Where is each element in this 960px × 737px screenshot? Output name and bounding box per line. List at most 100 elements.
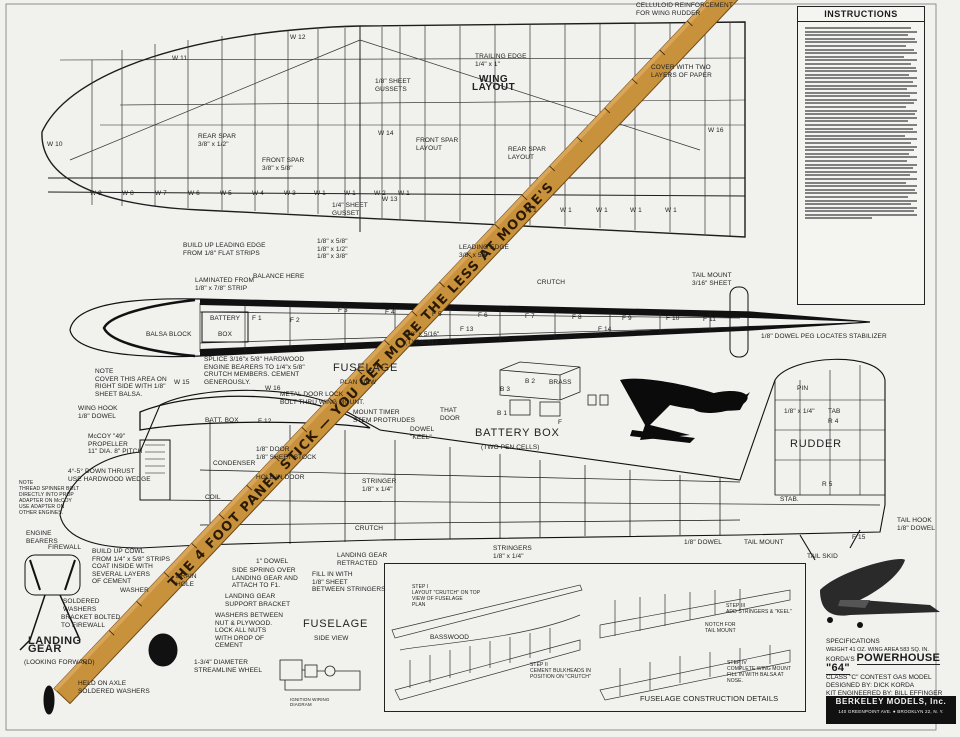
label-f12: F 12 bbox=[258, 418, 272, 425]
ignition-diagram bbox=[279, 659, 361, 691]
note-sheet-stock: 1/8" DOOR 1/8" SHEET STOCK bbox=[256, 446, 317, 461]
battery-box-title: BATTERY BOX bbox=[475, 427, 560, 439]
step-2: STEP II CEMENT BULKHEADS IN POSITION ON … bbox=[530, 662, 591, 680]
rib-w14: W 14 bbox=[378, 130, 394, 137]
label-batt-box: BATT. BOX bbox=[205, 417, 239, 424]
spec-heading: SPECIFICATIONS bbox=[826, 638, 880, 645]
note-tail-mount-sheet: TAIL MOUNT 3/16" SHEET bbox=[692, 272, 732, 287]
label-r4: R 4 bbox=[828, 418, 839, 425]
label-b2: B 2 bbox=[525, 378, 536, 385]
note-build-up-cowl: BUILD UP COWL FROM 1/4" x 5/8" STRIPS CO… bbox=[92, 548, 171, 585]
construction-details-box bbox=[384, 563, 806, 712]
label-crutch-plan: CRUTCH bbox=[537, 279, 566, 286]
fuselage-side-subtitle: SIDE VIEW bbox=[314, 635, 349, 642]
label-r5: R 5 bbox=[822, 481, 833, 488]
note-leading-edge: LEADING EDGE 3/8" x 5/8" bbox=[459, 244, 509, 259]
spec-model-name: POWERHOUSE "64" bbox=[826, 652, 941, 675]
note-held-on-axle: HELD ON AXLE SOLDERED WASHERS bbox=[78, 680, 150, 695]
brand-banner: BERKELEY MODELS, Inc. 140 GREENPOINT AVE… bbox=[826, 696, 956, 724]
note-mccoy: McCOY "49" PROPELLER 11" DIA. 8" PITCH bbox=[88, 433, 143, 455]
note-dowel-keel: DOWEL "KEEL" bbox=[410, 426, 435, 441]
label-tail-skid: TAIL SKID bbox=[807, 553, 838, 560]
model-photo bbox=[820, 559, 940, 628]
note-door-lock: METAL DOOR LOCK BOLT THRU WING MOUNT. bbox=[280, 391, 365, 406]
instructions-body bbox=[805, 27, 917, 221]
note-cover: COVER WITH TWO LAYERS OF PAPER bbox=[651, 64, 712, 79]
wing-layout-title: WING LAYOUT bbox=[472, 74, 516, 93]
rib-w16: W 16 bbox=[708, 127, 724, 134]
spec-model-name-row: KORDA'S POWERHOUSE "64" bbox=[826, 652, 956, 675]
note-splice: SPLICE 3/16"x 5/8" HARDWOOD ENGINE BEARE… bbox=[204, 356, 305, 386]
label-f-battery: F bbox=[558, 419, 563, 426]
note-engine-bearers: ENGINE BEARERS bbox=[26, 530, 58, 545]
former-f7: F 7 bbox=[525, 313, 535, 320]
note-build-up-le: BUILD UP LEADING EDGE FROM 1/8" FLAT STR… bbox=[183, 242, 266, 257]
label-tab: TAB bbox=[828, 408, 841, 415]
label-rudder-dowel: 1/8" x 1/4" bbox=[784, 408, 815, 415]
rib-w12: W 12 bbox=[290, 34, 306, 41]
spec-designed: DESIGNED BY: DICK KORDA bbox=[826, 682, 915, 689]
fuselage-side-title: FUSELAGE bbox=[303, 618, 369, 630]
note-downthrust: 4°-5° DOWN THRUST USE HARDWOOD WEDGE bbox=[68, 468, 151, 483]
rib-label: W 9 bbox=[90, 190, 102, 197]
plane-silhouette bbox=[620, 378, 750, 443]
label-washer: WASHER bbox=[120, 587, 149, 594]
note-strip-dims: 1/8" x 5/8" 1/8" x 1/2" 1/8" x 3/8" bbox=[317, 238, 348, 260]
fuselage-side-view bbox=[59, 358, 886, 561]
former-f6: F 6 bbox=[478, 312, 488, 319]
note-dowel-peg: 1/8" DOWEL PEG LOCATES STABILIZER bbox=[761, 333, 887, 340]
label-f15: F 15 bbox=[852, 534, 866, 541]
rib-w11: W 11 bbox=[172, 55, 188, 62]
label-firewall: FIREWALL bbox=[48, 544, 82, 551]
construction-title: FUSELAGE CONSTRUCTION DETAILS bbox=[640, 694, 779, 703]
landing-gear-title: LANDING GEAR bbox=[28, 635, 82, 655]
note-typical: 1/8" x 5/16" (TYPICAL) bbox=[405, 331, 440, 346]
note-spinner: NOTE THREAD SPINNER BOLT DIRECTLY INTO P… bbox=[19, 480, 80, 516]
label-w16-side: W 16 bbox=[265, 385, 281, 392]
former-f11: F 11 bbox=[703, 316, 716, 323]
spec-class: CLASS "C" CONTEST GAS MODEL bbox=[826, 674, 932, 681]
former-f2: F 2 bbox=[290, 317, 300, 324]
note-celluloid: CELLULOID REINFORCEMENT FOR WING RUDDER bbox=[636, 2, 733, 17]
label-condenser: CONDENSER bbox=[213, 460, 256, 467]
note-landing-gear-retracted: LANDING GEAR RETRACTED bbox=[337, 552, 388, 567]
label-basswood: BASSWOOD bbox=[430, 634, 470, 641]
rib-label: W 2 bbox=[374, 190, 386, 197]
label-pin: PIN bbox=[797, 385, 809, 392]
note-tail-hook: TAIL HOOK 1/8" DOWEL bbox=[897, 517, 935, 532]
rib-label: W 1 bbox=[665, 207, 677, 214]
fuselage-plan-view bbox=[69, 286, 871, 358]
label-brass: BRASS bbox=[549, 379, 572, 386]
label-w15: W 15 bbox=[174, 379, 190, 386]
battery-box-sketch bbox=[499, 361, 609, 417]
rib-label: W 1 bbox=[314, 190, 326, 197]
rib-label: W 8 bbox=[122, 190, 134, 197]
note-rear-spar-layout: REAR SPAR LAYOUT bbox=[508, 146, 546, 161]
rib-label: W 6 bbox=[188, 190, 200, 197]
rib-label: W 1 bbox=[630, 207, 642, 214]
step-4: STEP IV COMPLETE WING MOUNT FILL IN WITH… bbox=[727, 660, 792, 684]
note-front-spar: FRONT SPAR 3/8" x 5/8" bbox=[262, 157, 305, 172]
step-1: STEP I LAYOUT "CRUTCH" ON TOP VIEW OF FU… bbox=[412, 584, 481, 608]
note-hole-door: HOLE IN DOOR bbox=[256, 474, 305, 481]
landing-gear-subtitle: (LOOKING FORWARD) bbox=[24, 659, 95, 666]
note-wing-hook: WING HOOK 1/8" DOWEL bbox=[78, 405, 118, 420]
note-sheet-gussets: 1/8" SHEET GUSSETS bbox=[375, 78, 411, 93]
note-soldered-washers: SOLDERED WASHERS bbox=[63, 598, 100, 613]
note-rear-spar: REAR SPAR 3/8" x 1/2" bbox=[198, 133, 236, 148]
rib-label: W 1 bbox=[398, 190, 410, 197]
rudder-title: RUDDER bbox=[790, 438, 842, 450]
label-drain-hole: DRAIN HOLE bbox=[176, 573, 197, 588]
fuselage-plan-title: FUSELAGE bbox=[333, 362, 399, 374]
label-coil: COIL bbox=[205, 494, 221, 501]
note-stringers: STRINGERS 1/8" x 1/4" bbox=[493, 545, 532, 560]
spec-kordas: KORDA'S bbox=[826, 656, 855, 663]
rib-label: W 7 bbox=[155, 190, 167, 197]
label-f13: F 13 bbox=[460, 326, 474, 333]
former-f8: F 8 bbox=[572, 314, 582, 321]
note-stringer: STRINGER 1/8" x 1/4" bbox=[362, 478, 397, 493]
label-one-inch-dowel: 1" DOWEL bbox=[256, 558, 289, 565]
rib-label: W 1 bbox=[560, 207, 572, 214]
spec-engineered: KIT ENGINEERED BY: BILL EFFINGER bbox=[826, 690, 943, 697]
